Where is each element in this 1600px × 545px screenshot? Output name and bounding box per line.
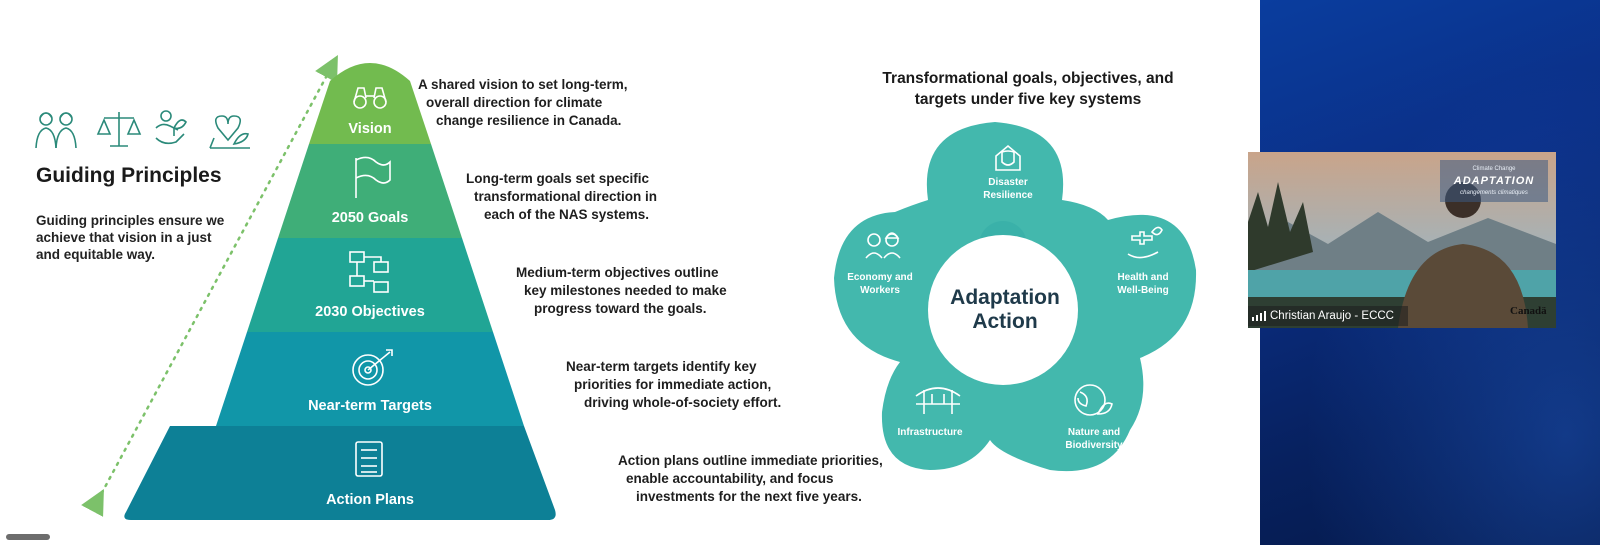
description-targets: Near-term targets identify key prioritie… (566, 359, 782, 410)
flag-icon (355, 156, 391, 198)
signal-bars-icon (1252, 311, 1266, 321)
hand-health-icon (1127, 226, 1163, 259)
pyramid-tier-vision (309, 63, 431, 144)
tier-label-actions: Action Plans (326, 492, 414, 508)
tier-label-objectives: 2030 Objectives (315, 304, 425, 320)
globe-leaf-icon (1074, 384, 1113, 416)
workers-icon (865, 232, 901, 259)
tier-label-targets: Near-term Targets (308, 398, 432, 414)
center-circle (928, 235, 1078, 385)
system-label-infrastructure: Infrastructure (897, 427, 963, 438)
tier-label-vision: Vision (348, 121, 392, 137)
description-actions: Action plans outline immediate prioritie… (618, 453, 883, 504)
toolbar-handle[interactable] (6, 534, 50, 540)
participant-body (1398, 244, 1528, 328)
checklist-icon (355, 441, 383, 477)
binoculars-icon (353, 87, 387, 109)
systems-title: Transformational goals, objectives, and … (882, 70, 1174, 108)
canada-wordmark: Canadä (1510, 305, 1547, 317)
description-objectives: Medium-term objectives outline key miles… (516, 265, 727, 316)
timeline-arrow (81, 54, 338, 517)
house-shield-icon (995, 144, 1021, 171)
pyramid-tier-objectives (247, 238, 493, 332)
video-adaptation-banner: Climate Change ADAPTATION changements cl… (1440, 160, 1548, 202)
flowchart-icon (349, 251, 389, 293)
description-vision: A shared vision to set long-term, overal… (418, 77, 628, 128)
participant-name-bar: Christian Araujo - ECCC (1248, 306, 1408, 326)
pyramid-tier-actions (124, 426, 556, 520)
description-goals: Long-term goals set specific transformat… (466, 171, 658, 222)
pyramid-tier-goals (278, 144, 462, 238)
tier-label-goals: 2050 Goals (331, 210, 409, 226)
pyramid-graphic (81, 54, 1197, 520)
participant-name: Christian Araujo - ECCC (1270, 310, 1394, 322)
bridge-icon (915, 387, 961, 414)
adaptation-action-label: Adaptation Action (950, 286, 1060, 333)
people-icon (35, 112, 77, 149)
target-icon (352, 349, 393, 386)
